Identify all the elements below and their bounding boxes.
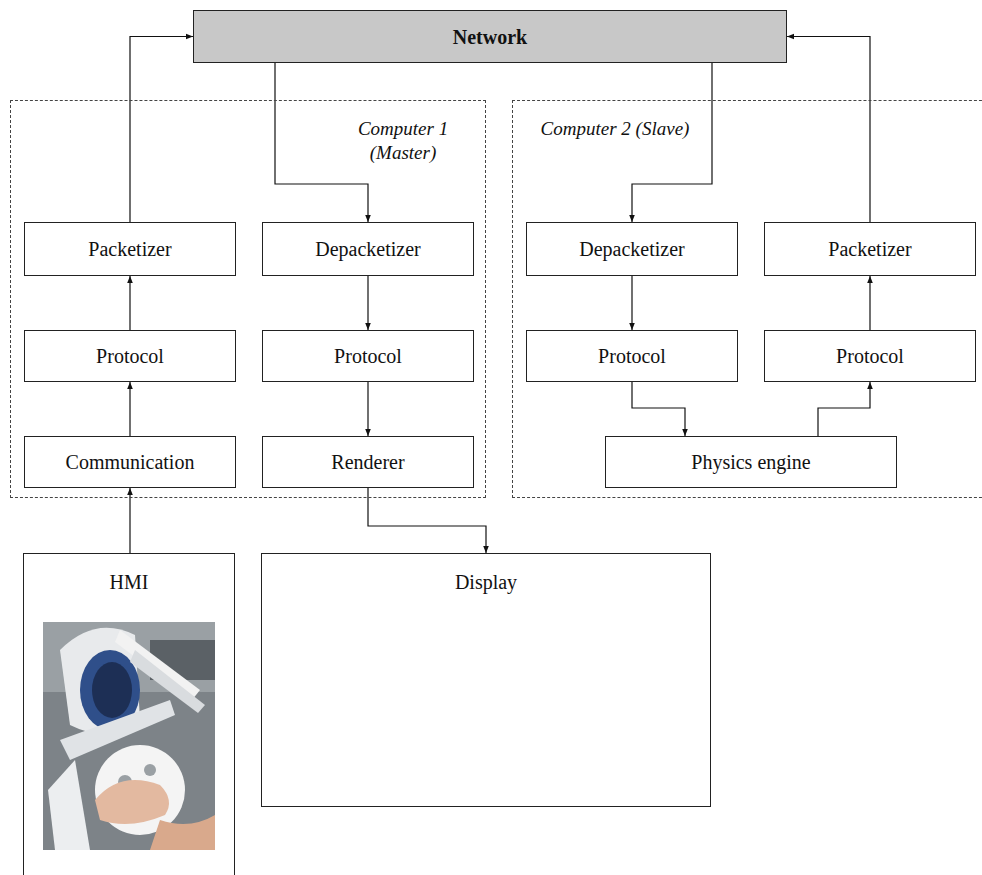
process-box: Depacketizer <box>526 222 738 276</box>
panel-heading: HMI <box>24 570 234 594</box>
box-label: Protocol <box>96 344 164 368</box>
flow-arrow <box>129 382 130 436</box>
box-label: Protocol <box>334 344 402 368</box>
process-box: Network <box>193 10 787 63</box>
flow-arrow <box>367 382 368 436</box>
box-label: Depacketizer <box>315 237 420 261</box>
flow-arrow <box>275 63 368 222</box>
flow-arrow <box>869 276 870 330</box>
box-label: Protocol <box>836 344 904 368</box>
flow-arrow <box>818 382 870 436</box>
process-box: Packetizer <box>764 222 976 276</box>
flow-arrow <box>367 276 368 330</box>
computer-region: Computer 2 (Slave) Depacketizer Packetizer… <box>512 100 982 498</box>
box-label: Depacketizer <box>579 237 684 261</box>
box-label: Physics engine <box>691 450 810 474</box>
process-box: Communication <box>24 436 236 488</box>
process-box: Physics engine <box>605 436 897 488</box>
flow-arrow <box>632 382 685 436</box>
flow-arrow <box>632 63 712 222</box>
display-panel: Display <box>261 553 711 807</box>
flow-arrow <box>631 276 632 330</box>
device-panel: HMI <box>23 553 235 875</box>
process-box: Packetizer <box>24 222 236 276</box>
process-box: Protocol <box>262 330 474 382</box>
box-label: Communication <box>66 450 195 474</box>
panel-heading: Display <box>262 570 710 594</box>
region-label: Computer 2 (Slave) <box>535 117 695 141</box>
process-box: Renderer <box>262 436 474 488</box>
process-box: Protocol <box>24 330 236 382</box>
flow-arrow <box>129 276 130 330</box>
flow-arrow <box>787 37 870 223</box>
process-box: Depacketizer <box>262 222 474 276</box>
box-label: Protocol <box>598 344 666 368</box>
process-box: Protocol <box>526 330 738 382</box>
box-label: Network <box>453 25 527 49</box>
region-label: Computer 1 (Master) <box>323 117 483 165</box>
box-label: Packetizer <box>88 237 171 261</box>
flow-arrow <box>130 37 193 223</box>
hmi-photo <box>43 622 215 850</box>
computer-region: Computer 1 (Master) Packetizer Depacketize… <box>10 100 486 498</box>
box-label: Renderer <box>331 450 404 474</box>
box-label: Packetizer <box>828 237 911 261</box>
process-box: Protocol <box>764 330 976 382</box>
